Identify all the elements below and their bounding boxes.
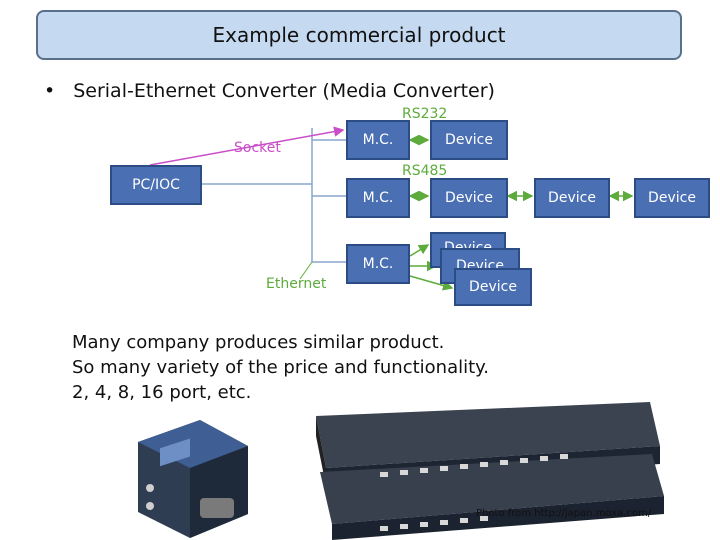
pc-ioc-label: PC/IOC (132, 177, 180, 193)
slide-title: Example commercial product (36, 10, 682, 60)
device-rs232-label: Device (445, 132, 493, 148)
device-rs485-2: Device (534, 178, 610, 218)
media-converter-2-label: M.C. (362, 190, 394, 206)
rs232-label: RS232 (402, 106, 448, 122)
media-converter-1-label: M.C. (362, 132, 394, 148)
bullet-text: Serial-Ethernet Converter (Media Convert… (73, 80, 495, 102)
device-rs485-2-label: Device (548, 190, 596, 206)
mc3-wire-3 (409, 275, 454, 291)
description-text: Many company produces similar product. S… (72, 330, 489, 405)
media-converter-3: M.C. (346, 244, 410, 284)
device-rs485-1: Device (430, 178, 508, 218)
device-stack-front-label: Device (469, 279, 517, 295)
pc-ioc-box: PC/IOC (110, 165, 202, 205)
slide-title-text: Example commercial product (212, 23, 506, 47)
product-photos (138, 402, 664, 540)
description-line-1: Many company produces similar product. (72, 332, 445, 353)
rs485-label: RS485 (402, 163, 448, 179)
ethernet-pointer-line (299, 261, 313, 280)
rack-converter-photo (316, 402, 664, 540)
mc3-wire-1 (409, 244, 430, 257)
device-rs485-3-label: Device (648, 190, 696, 206)
device-rs232: Device (430, 120, 508, 160)
device-rs485-3: Device (634, 178, 710, 218)
bullet-dot-icon: • (44, 80, 56, 102)
description-line-3: 2, 4, 8, 16 port, etc. (72, 382, 252, 403)
device-stack-front: Device (454, 268, 532, 306)
socket-arrow (149, 126, 345, 166)
photo-credit: Photo from http://japan.moxa.com/ (476, 508, 652, 519)
socket-label: Socket (234, 140, 281, 156)
media-converter-2: M.C. (346, 178, 410, 218)
media-converter-3-label: M.C. (362, 256, 394, 272)
device-rs485-1-label: Device (445, 190, 493, 206)
ethernet-label: Ethernet (266, 276, 327, 292)
media-converter-1: M.C. (346, 120, 410, 160)
single-port-converter-photo (138, 420, 248, 538)
description-line-2: So many variety of the price and functio… (72, 357, 489, 378)
bullet-point: • Serial-Ethernet Converter (Media Conver… (44, 80, 495, 102)
